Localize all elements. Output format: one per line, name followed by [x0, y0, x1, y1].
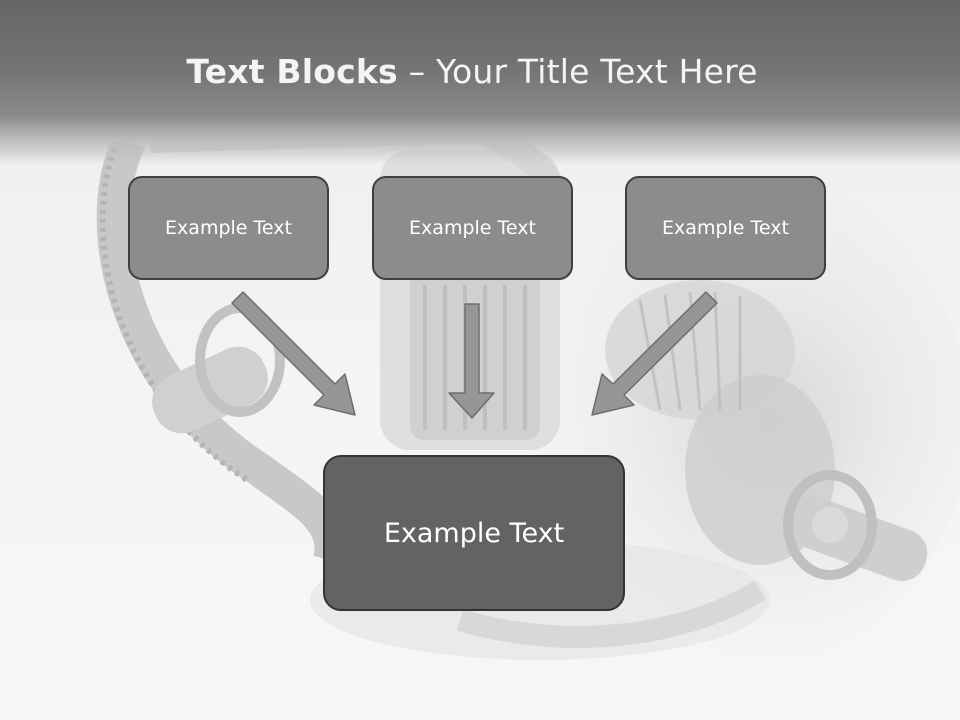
- text-box-1-label: Example Text: [165, 217, 292, 239]
- text-box-2-label: Example Text: [409, 217, 536, 239]
- title-rest-text: – Your Title Text Here: [397, 52, 758, 91]
- text-box-3: Example Text: [625, 176, 826, 280]
- text-box-2: Example Text: [372, 176, 573, 280]
- slide-title: Text Blocks – Your Title Text Here: [0, 52, 944, 91]
- arrow-right: [591, 291, 718, 416]
- main-text-box: Example Text: [323, 455, 625, 611]
- title-bold-text: Text Blocks: [186, 52, 398, 91]
- arrow-middle: [448, 303, 495, 419]
- text-box-1: Example Text: [128, 176, 329, 280]
- text-box-3-label: Example Text: [662, 217, 789, 239]
- title-band: [0, 0, 960, 165]
- main-text-box-label: Example Text: [383, 517, 565, 549]
- arrow-left: [231, 291, 356, 416]
